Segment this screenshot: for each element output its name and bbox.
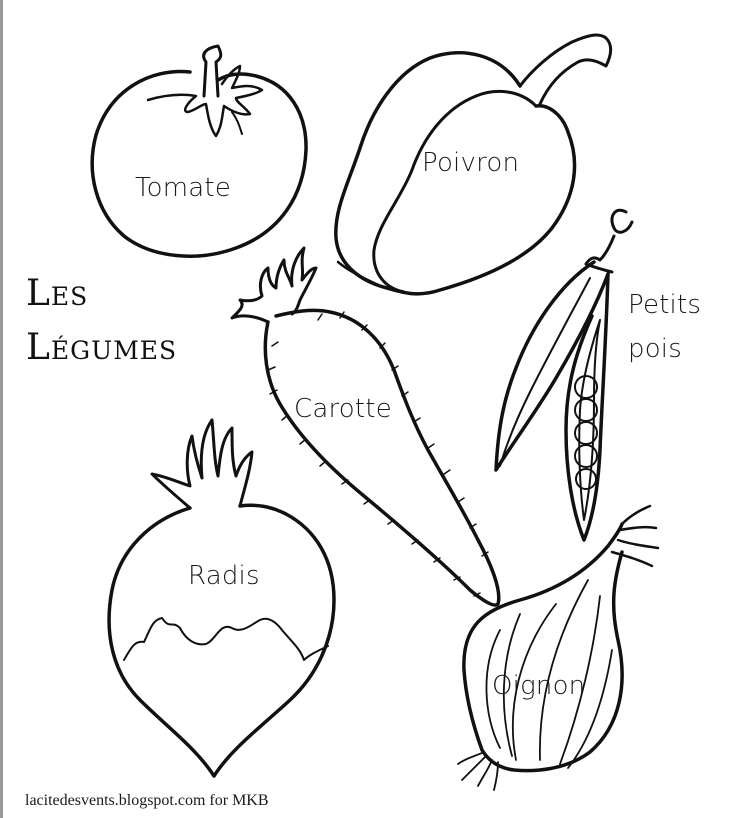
title-line-1: Les: [26, 273, 89, 314]
label-petits: Petits: [628, 290, 702, 320]
carrot-drawing: [230, 246, 501, 607]
label-pois: pois: [628, 334, 682, 364]
radish-drawing: [107, 418, 336, 778]
title-line-2: Légumes: [26, 327, 178, 368]
scan-edge: [0, 0, 3, 818]
label-radis: Radis: [188, 561, 260, 591]
label-poivron: Poivron: [422, 148, 520, 178]
footer-credit: lacitedesvents.blogspot.com for MKB: [25, 792, 269, 809]
label-carotte: Carotte: [294, 394, 392, 424]
pepper-drawing: [334, 33, 613, 296]
label-oignon: Oignon: [492, 671, 586, 701]
label-tomate: Tomate: [135, 173, 232, 203]
tomato-drawing: [90, 44, 308, 258]
page-title: Les Légumes: [26, 276, 177, 366]
onion-drawing: [457, 504, 660, 791]
peas-drawing: [494, 208, 634, 542]
